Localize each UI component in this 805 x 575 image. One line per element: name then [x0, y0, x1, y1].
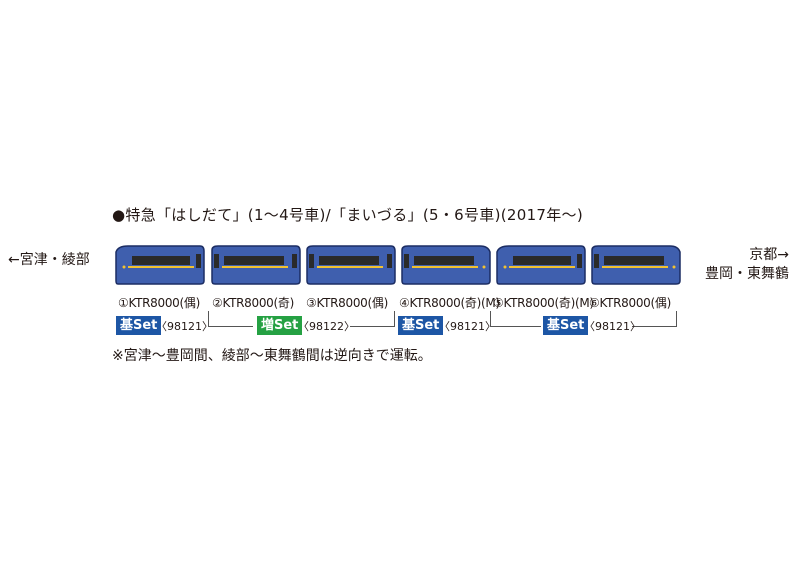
formation-title: ●特急「はしだて」(1〜4号車)/「まいづる」(5・6号車)(2017年〜): [112, 204, 583, 225]
car-2: [212, 246, 300, 284]
set-2-bracket-left: [208, 311, 253, 327]
set-code-1: 〈98121〉: [156, 318, 213, 334]
operation-note: ※宮津〜豊岡間、綾部〜東舞鶴間は逆向きで運転。: [112, 345, 432, 365]
set-2-bracket-right: [350, 311, 395, 327]
direction-right-line1: 京都→: [705, 246, 789, 265]
car-3: [307, 246, 395, 284]
car-label-1: ①KTR8000(偶): [118, 294, 200, 311]
set-code-3: 〈98121〉: [439, 318, 496, 334]
set-badge-1: 基Set: [116, 316, 161, 335]
set-4-bracket-left: [490, 311, 541, 327]
train-diagram: [114, 243, 690, 287]
set-badge-4: 基Set: [543, 316, 588, 335]
car-4: [402, 246, 490, 284]
car-label-4: ④KTR8000(奇)(M): [399, 294, 500, 311]
car-1: [116, 246, 204, 284]
direction-right: 京都→ 豊岡・東舞鶴: [705, 246, 789, 284]
car-label-2: ②KTR8000(奇): [212, 294, 294, 311]
car-6: [592, 246, 680, 284]
set-code-2: 〈98122〉: [298, 318, 355, 334]
set-badge-2: 増Set: [257, 316, 302, 335]
car-label-5: ⑤KTR8000(奇)(M): [493, 294, 594, 311]
car-5: [497, 246, 585, 284]
car-label-3: ③KTR8000(偶): [306, 294, 388, 311]
set-code-4: 〈98121〉: [584, 318, 641, 334]
direction-right-line2: 豊岡・東舞鶴: [705, 265, 789, 284]
car-label-6: ⑥KTR8000(偶): [589, 294, 671, 311]
set-badge-3: 基Set: [398, 316, 443, 335]
direction-left: ←宮津・綾部: [8, 249, 90, 269]
